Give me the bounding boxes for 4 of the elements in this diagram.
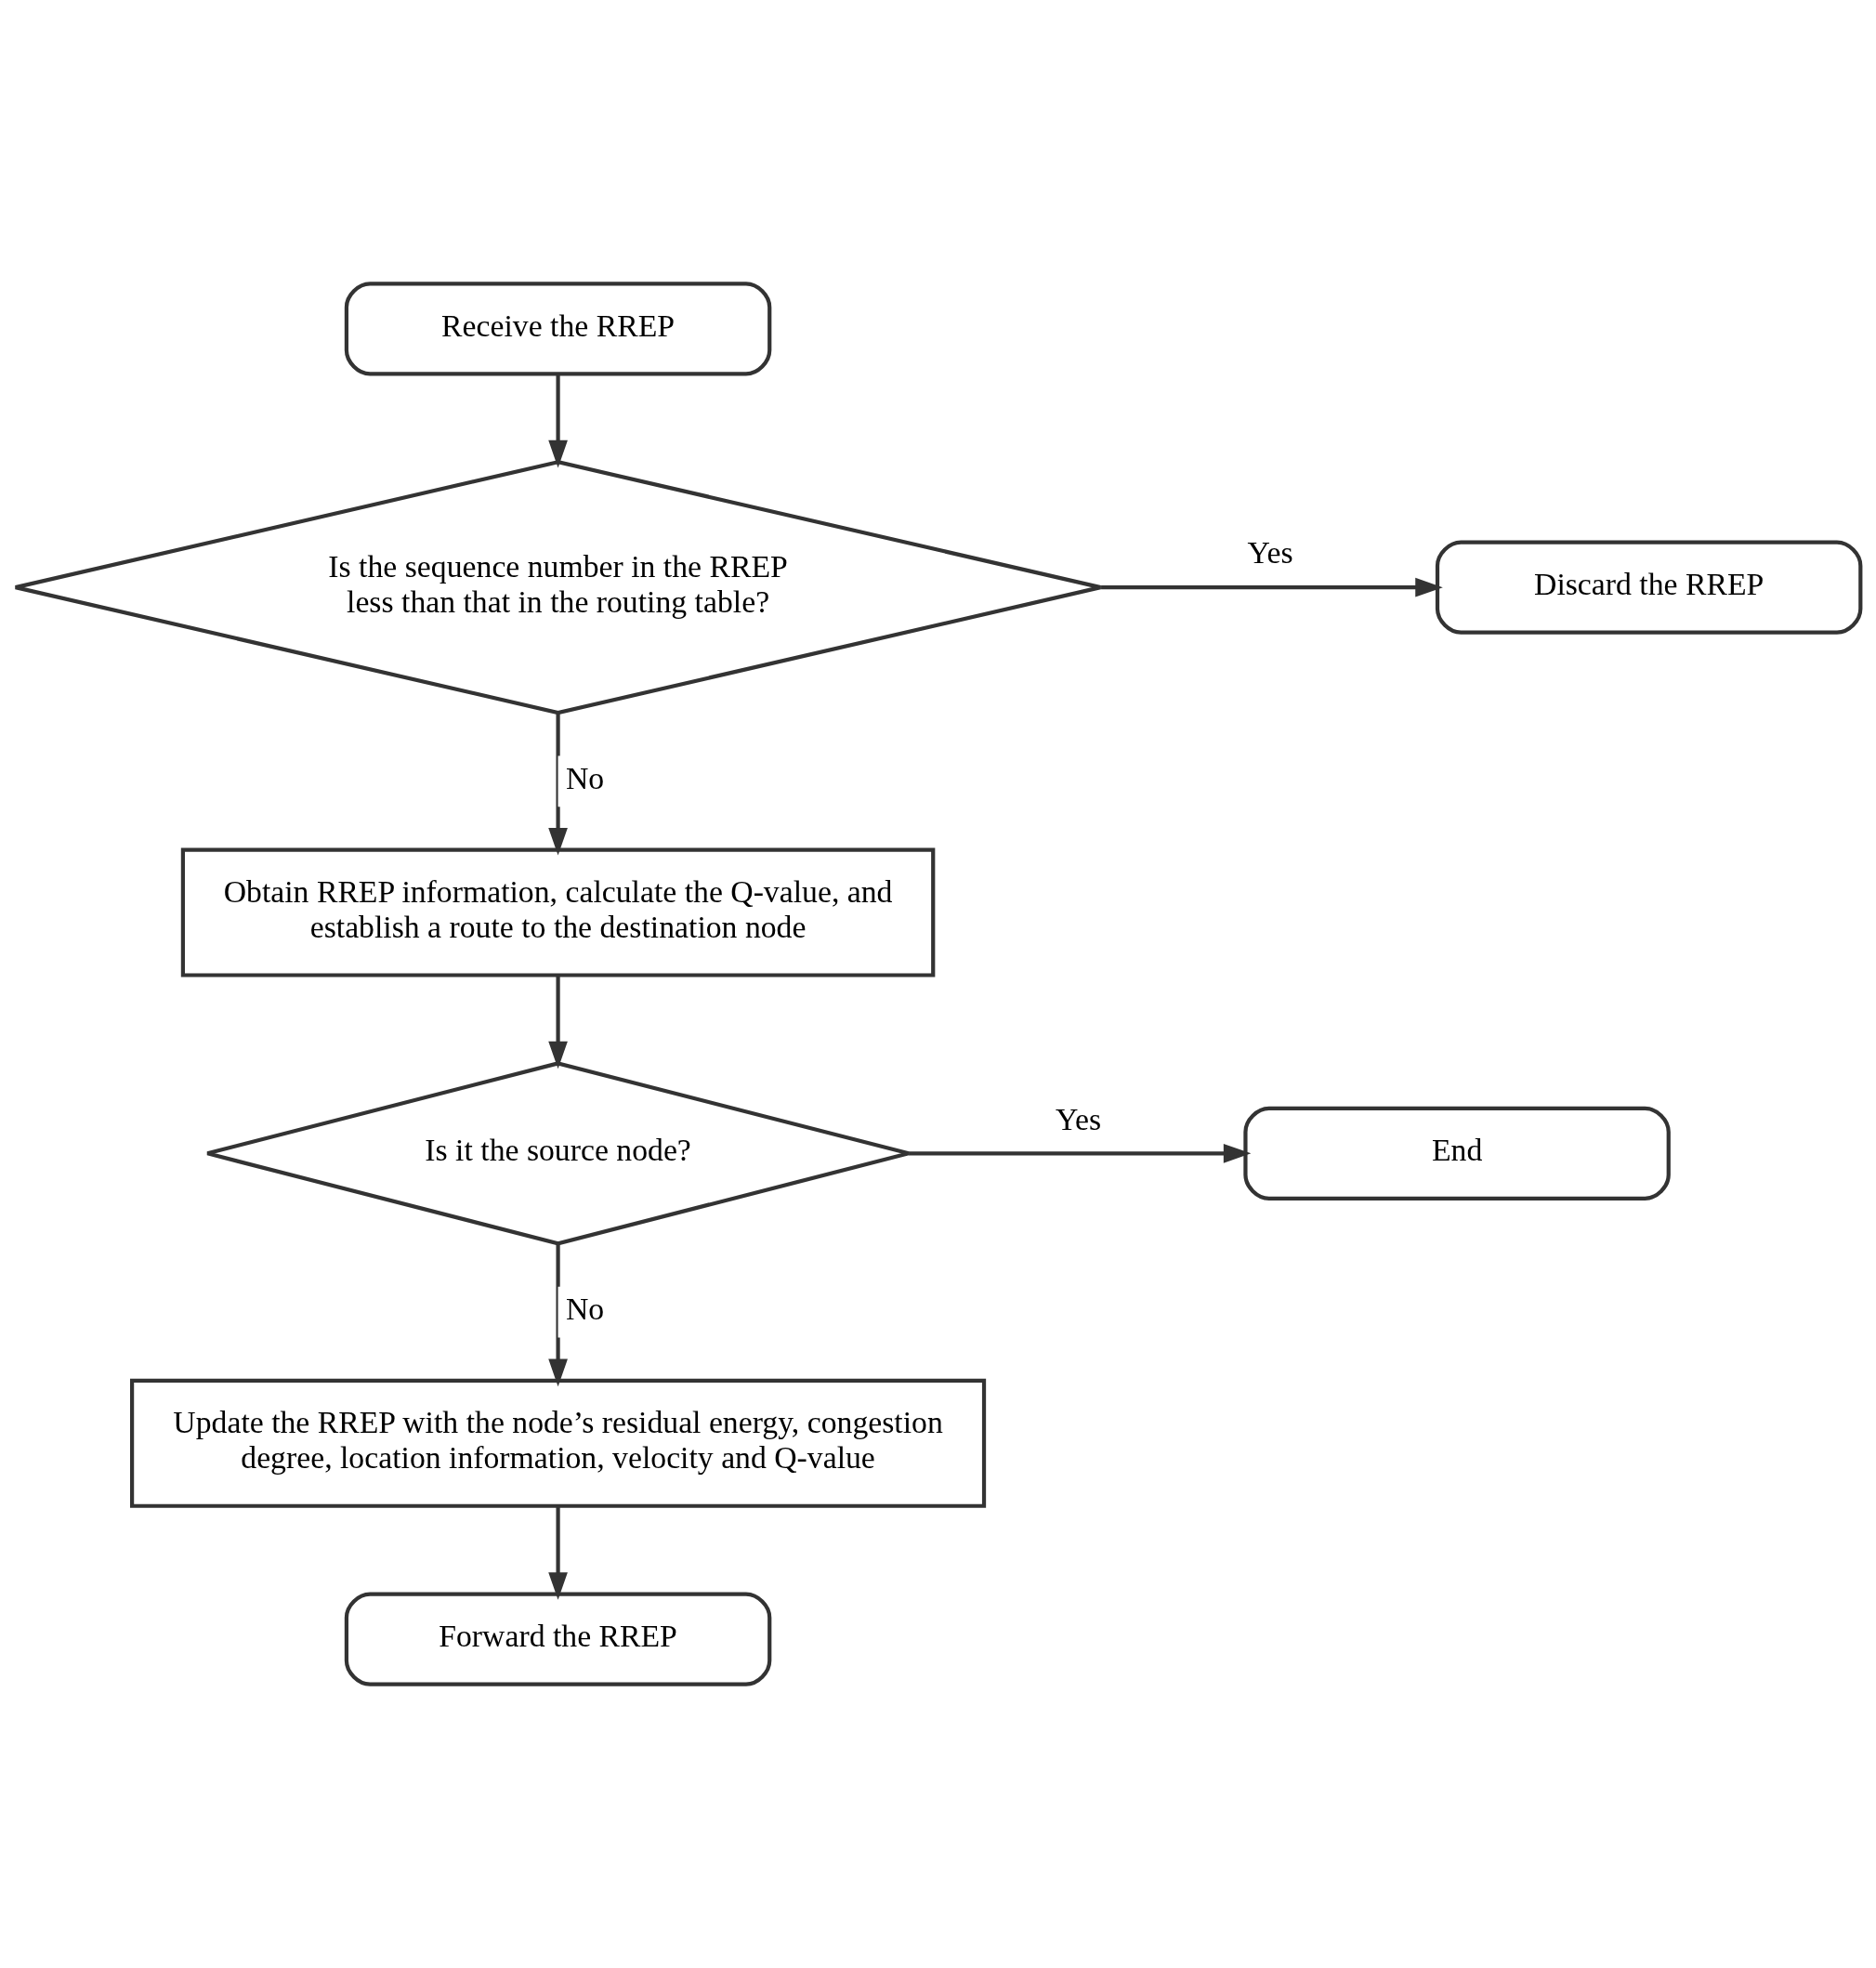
edge-label: Yes: [1055, 1101, 1102, 1136]
edge-label: Yes: [1247, 535, 1293, 571]
edge-label: No: [566, 1292, 605, 1327]
edge-label: No: [566, 760, 605, 795]
